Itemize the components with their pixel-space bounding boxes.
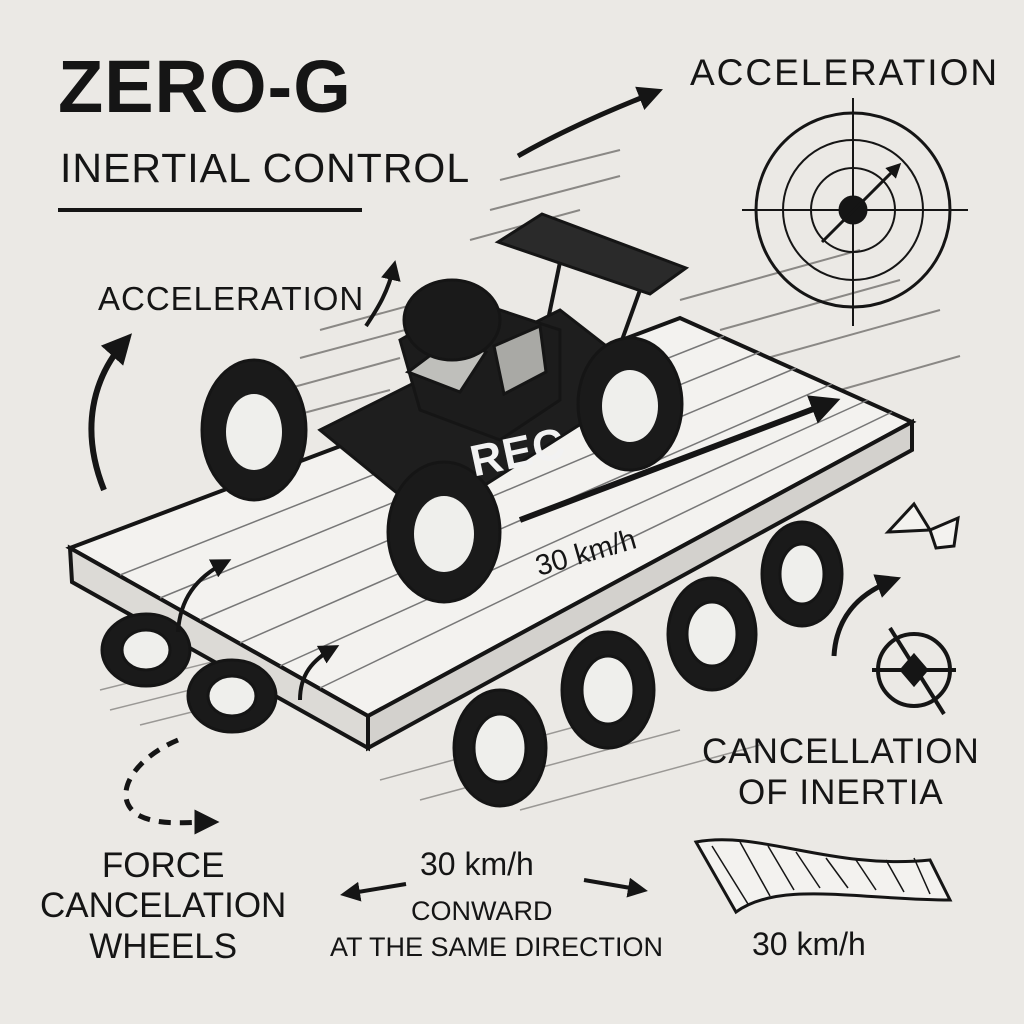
acceleration-arrow-small-icon [364, 260, 401, 328]
bottom-speed-label: 30 km/h [420, 846, 534, 882]
acceleration-arrow-left-icon [88, 333, 132, 492]
rc-car [200, 212, 690, 604]
cancellation-label: CANCELLATION OF INERTIA [702, 732, 980, 813]
bottom-right-speed-label: 30 km/h [752, 926, 866, 962]
acceleration-label-top: ACCELERATION [690, 52, 1000, 93]
curved-arrow-icon [831, 574, 902, 657]
force-line-3: WHEELS [89, 926, 238, 966]
same-direction-label: AT THE SAME DIRECTION [330, 932, 664, 962]
cancellation-line-1: CANCELLATION [702, 732, 980, 771]
target-dial-icon [742, 98, 968, 326]
crosshair-diamond-icon [872, 626, 956, 716]
forward-direction-arrow [518, 395, 841, 523]
flag-icon [884, 501, 960, 550]
title-underline [58, 208, 362, 212]
acceleration-arrow-icon [516, 86, 663, 159]
double-headed-arrow-left-icon [340, 881, 407, 902]
force-cancelation-label: FORCE CANCELATION WHEELS [40, 846, 286, 967]
acceleration-label-left: ACCELERATION [98, 280, 365, 317]
double-headed-arrow-right-icon [583, 877, 648, 898]
cancellation-line-2: OF INERTIA [738, 772, 944, 812]
deck-curved-arrows [176, 559, 340, 701]
page-title: ZERO-G [58, 45, 352, 128]
platform-wheels [100, 520, 844, 808]
speed-lines [289, 149, 961, 415]
speed-wave-icon [693, 838, 953, 915]
dashed-arrow-icon [123, 737, 220, 835]
conward-label: CONWARD [411, 896, 553, 926]
force-line-1: FORCE [101, 846, 225, 885]
page-subtitle: INERTIAL CONTROL [60, 145, 471, 191]
force-line-2: CANCELATION [40, 886, 287, 926]
